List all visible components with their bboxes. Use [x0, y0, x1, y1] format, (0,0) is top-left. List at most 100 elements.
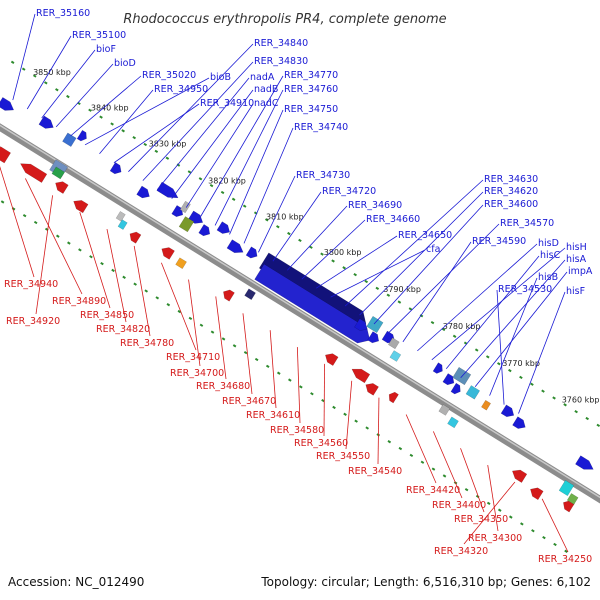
tick-dash-lower	[210, 330, 215, 334]
feature-block	[178, 216, 195, 233]
forward-label-leader	[431, 247, 566, 361]
kbp-marker-label: 3820 kbp	[208, 176, 246, 185]
forward-gene-label: RER_34690	[348, 200, 402, 211]
reverse-gene	[512, 469, 528, 483]
tick-dash-lower	[387, 440, 392, 444]
tick-dash-lower	[365, 426, 369, 430]
tick-dash-upper	[88, 108, 92, 112]
tick-dash-upper	[121, 129, 125, 133]
reverse-label-leader	[323, 363, 325, 437]
tick-dash-upper	[508, 368, 512, 373]
tick-dash-lower	[497, 508, 502, 512]
feature-block	[115, 211, 126, 222]
reverse-label-leader	[79, 212, 111, 309]
forward-gene	[38, 115, 54, 129]
tick-dash-upper	[497, 362, 501, 366]
forward-gene-label: nadB	[254, 84, 278, 95]
forward-label-leader	[12, 13, 36, 101]
tick-dash-upper	[99, 115, 103, 119]
reverse-label-leader	[296, 347, 301, 424]
topology-text: Topology: circular; Length: 6,516,310 bp…	[260, 575, 591, 589]
reverse-gene-label: RER_34780	[120, 338, 174, 349]
tick-dash-lower	[442, 474, 447, 478]
tick-dash-upper	[364, 279, 369, 284]
feature-block	[0, 146, 12, 164]
feature-block	[558, 479, 575, 497]
reverse-gene-label: RER_34820	[96, 324, 150, 335]
forward-gene-label: hisC	[540, 250, 561, 261]
tick-dash-lower	[343, 412, 347, 416]
reverse-label-leader	[463, 481, 516, 545]
forward-gene	[136, 185, 150, 199]
forward-gene	[575, 455, 594, 470]
tick-dash-upper	[66, 94, 70, 99]
forward-gene-label: RER_34530	[498, 284, 552, 295]
forward-gene	[109, 162, 122, 175]
kbp-marker-label: 3770 kbp	[502, 359, 540, 368]
reverse-gene	[388, 391, 399, 404]
tick-dash-upper	[530, 382, 534, 386]
forward-label-leader	[41, 49, 96, 119]
tick-dash-lower	[332, 405, 336, 410]
reverse-gene-label: RER_34540	[348, 466, 402, 477]
forward-gene	[216, 221, 231, 234]
reverse-label-leader	[541, 498, 569, 553]
tick-dash-upper	[519, 375, 523, 380]
forward-label-leader	[156, 77, 250, 190]
reverse-label-leader	[215, 296, 227, 380]
forward-gene-label: hisF	[566, 286, 585, 297]
reverse-label-leader	[0, 166, 35, 278]
tick-dash-lower	[199, 323, 204, 327]
reverse-gene-label: RER_34300	[468, 533, 522, 544]
feature-block	[62, 132, 77, 148]
reverse-gene	[530, 487, 544, 501]
forward-label-leader	[489, 277, 538, 396]
tick-dash-upper	[408, 307, 413, 311]
forward-label-leader	[26, 35, 72, 110]
forward-gene	[432, 362, 443, 374]
reverse-gene	[325, 353, 339, 366]
forward-gene	[198, 224, 211, 237]
tick-dash-lower	[254, 357, 259, 362]
tick-dash-upper	[10, 60, 15, 64]
feature-block	[438, 404, 451, 416]
forward-label-leader	[388, 223, 500, 334]
map-title: Rhodococcus erythropolis PR4, complete g…	[123, 12, 446, 27]
forward-gene-label: RER_34830	[254, 56, 308, 67]
reverse-label-leader	[345, 380, 353, 450]
tick-dash-lower	[177, 309, 182, 314]
tick-dash-lower	[166, 303, 171, 307]
genome-backbone	[0, 123, 600, 504]
kbp-marker-label: 3830 kbp	[149, 140, 187, 149]
forward-gene-label: RER_34760	[284, 84, 338, 95]
feature-block	[117, 219, 128, 230]
forward-label-leader	[200, 75, 284, 217]
tick-dash-lower	[409, 453, 414, 458]
forward-gene-label: RER_34730	[296, 170, 350, 181]
forward-label-leader	[518, 291, 566, 414]
forward-gene-label: impA	[568, 266, 593, 277]
forward-label-leader	[171, 89, 254, 199]
forward-gene-label: RER_34750	[284, 104, 338, 115]
tick-dash-upper	[386, 293, 391, 297]
tick-dash-upper	[220, 190, 225, 195]
forward-gene-label: bioF	[96, 44, 116, 55]
tick-dash-upper	[320, 252, 324, 256]
kbp-marker-label: 3840 kbp	[91, 104, 129, 113]
tick-dash-upper	[552, 396, 556, 400]
tick-dash-lower	[420, 460, 425, 464]
tick-dash-lower	[354, 419, 358, 423]
tick-dash-upper	[397, 300, 402, 304]
tick-dash-upper	[287, 231, 291, 236]
reverse-gene-label: RER_34710	[166, 352, 220, 363]
tick-dash-upper	[21, 67, 26, 71]
backbone-line	[0, 123, 600, 504]
tick-dash-upper	[353, 273, 357, 277]
forward-label-leader	[373, 204, 484, 325]
feature-block	[175, 257, 187, 270]
reverse-label-leader	[106, 228, 127, 323]
tick-dash-upper	[176, 163, 181, 167]
tick-dash-lower	[553, 542, 557, 547]
reverse-label-leader	[377, 397, 380, 465]
